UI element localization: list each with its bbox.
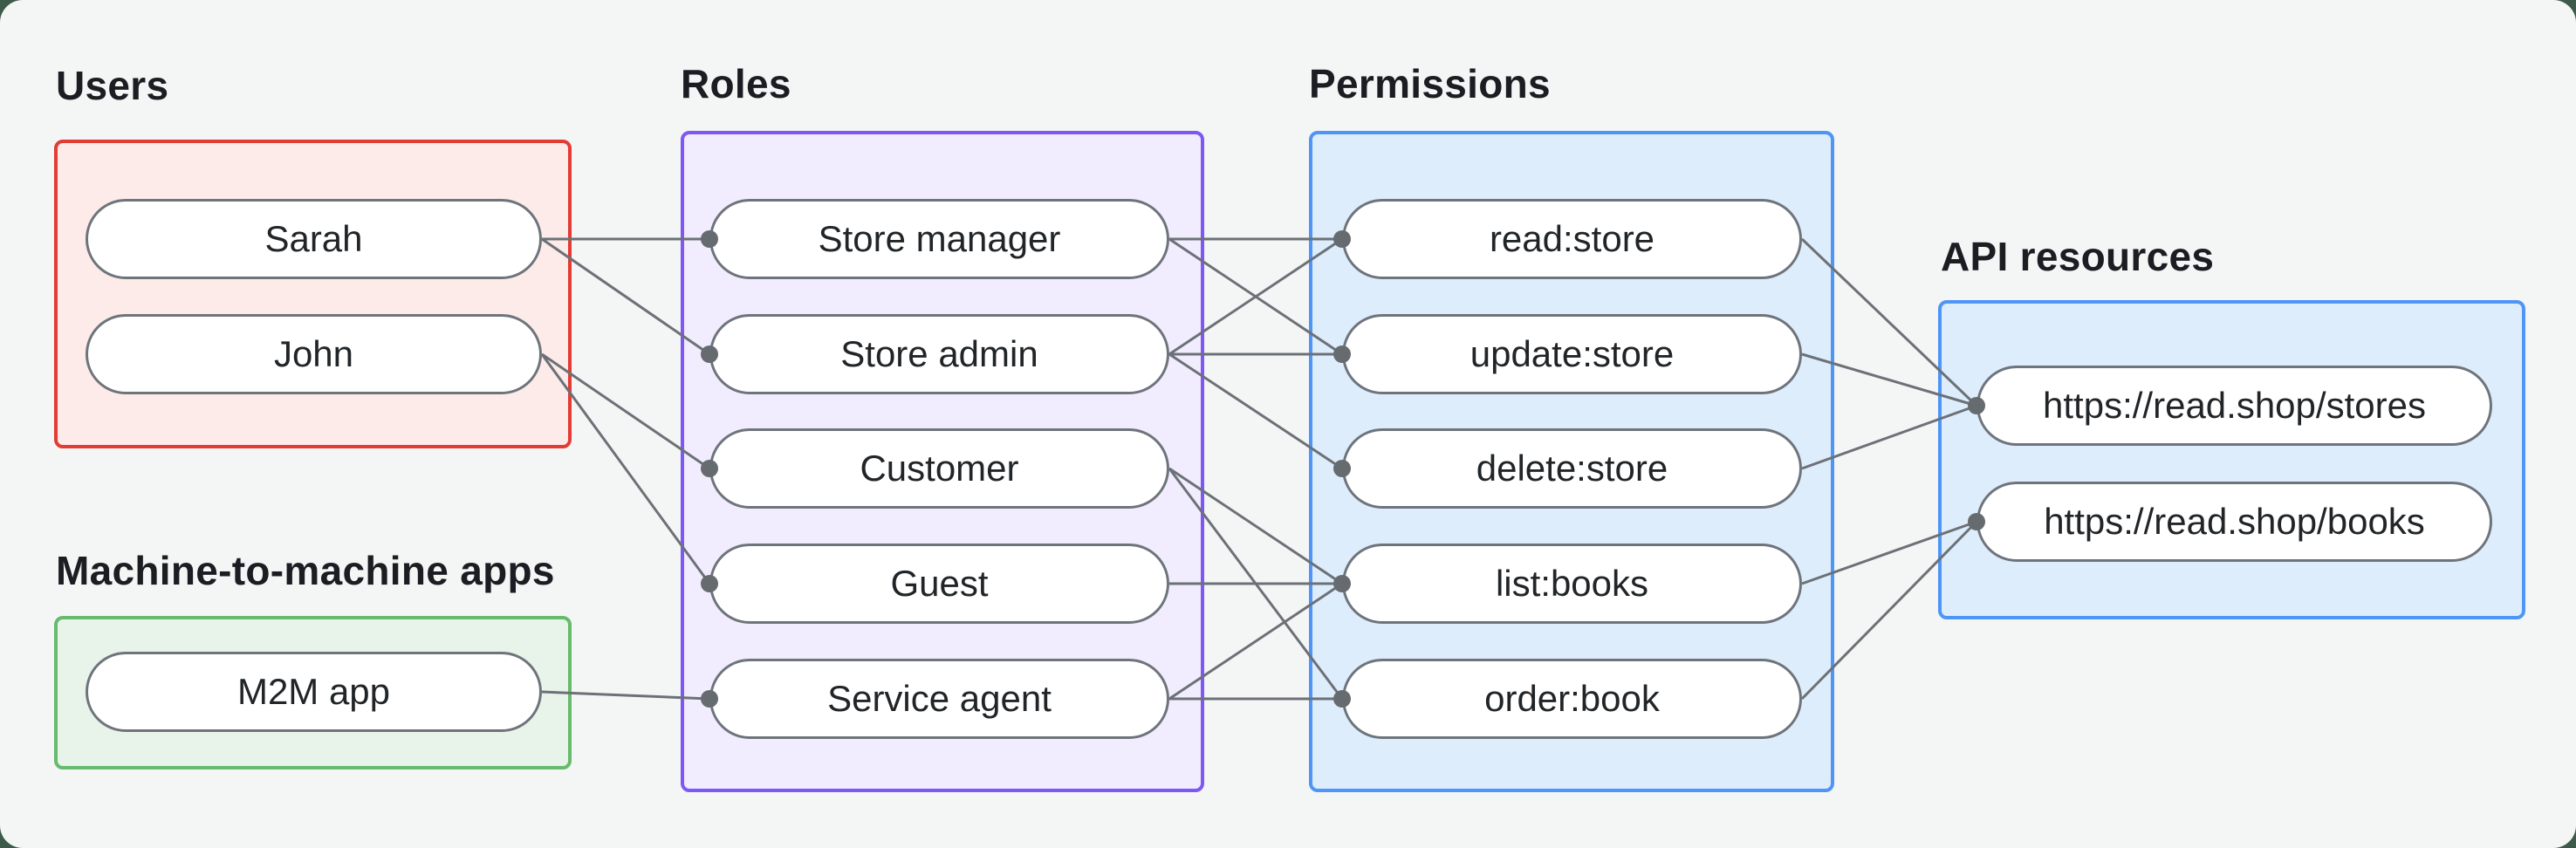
api-resources-group-box <box>1938 300 2525 619</box>
m2m-group-label: Machine-to-machine apps <box>56 548 555 593</box>
node-sarah: Sarah <box>86 199 542 279</box>
node-store-manager: Store manager <box>709 199 1169 279</box>
node-read-store-label: read:store <box>1489 218 1655 259</box>
node-m2m-app: M2M app <box>86 652 542 732</box>
node-books-resource-label: https://read.shop/books <box>2044 501 2425 542</box>
node-books-resource: https://read.shop/books <box>1977 482 2492 562</box>
node-john-label: John <box>273 333 354 374</box>
node-m2m-app-label: M2M app <box>236 671 391 712</box>
node-list-books-label: list:books <box>1495 563 1649 604</box>
users-group-box <box>54 140 572 448</box>
api-resources-group-label: API resources <box>1941 234 2215 279</box>
node-sarah-label: Sarah <box>264 218 363 259</box>
node-delete-store: delete:store <box>1342 428 1802 509</box>
node-john: John <box>86 314 542 394</box>
node-store-admin: Store admin <box>709 314 1169 394</box>
node-customer-label: Customer <box>860 448 1019 489</box>
node-guest: Guest <box>709 544 1169 624</box>
roles-group-label: Roles <box>681 61 791 106</box>
node-customer: Customer <box>709 428 1169 509</box>
permissions-group-label: Permissions <box>1309 61 1551 106</box>
node-stores-resource-label: https://read.shop/stores <box>2043 385 2426 426</box>
node-delete-store-label: delete:store <box>1476 448 1668 489</box>
node-service-agent-label: Service agent <box>827 678 1052 719</box>
node-stores-resource: https://read.shop/stores <box>1977 366 2492 446</box>
node-list-books: list:books <box>1342 544 1802 624</box>
node-order-book-label: order:book <box>1484 678 1660 719</box>
node-update-store-label: update:store <box>1470 333 1675 374</box>
node-guest-label: Guest <box>890 563 989 604</box>
node-update-store: update:store <box>1342 314 1802 394</box>
node-read-store: read:store <box>1342 199 1802 279</box>
node-order-book: order:book <box>1342 659 1802 739</box>
users-group-label: Users <box>56 63 169 108</box>
node-service-agent: Service agent <box>709 659 1169 739</box>
node-store-manager-label: Store manager <box>818 218 1061 259</box>
node-store-admin-label: Store admin <box>840 333 1038 374</box>
